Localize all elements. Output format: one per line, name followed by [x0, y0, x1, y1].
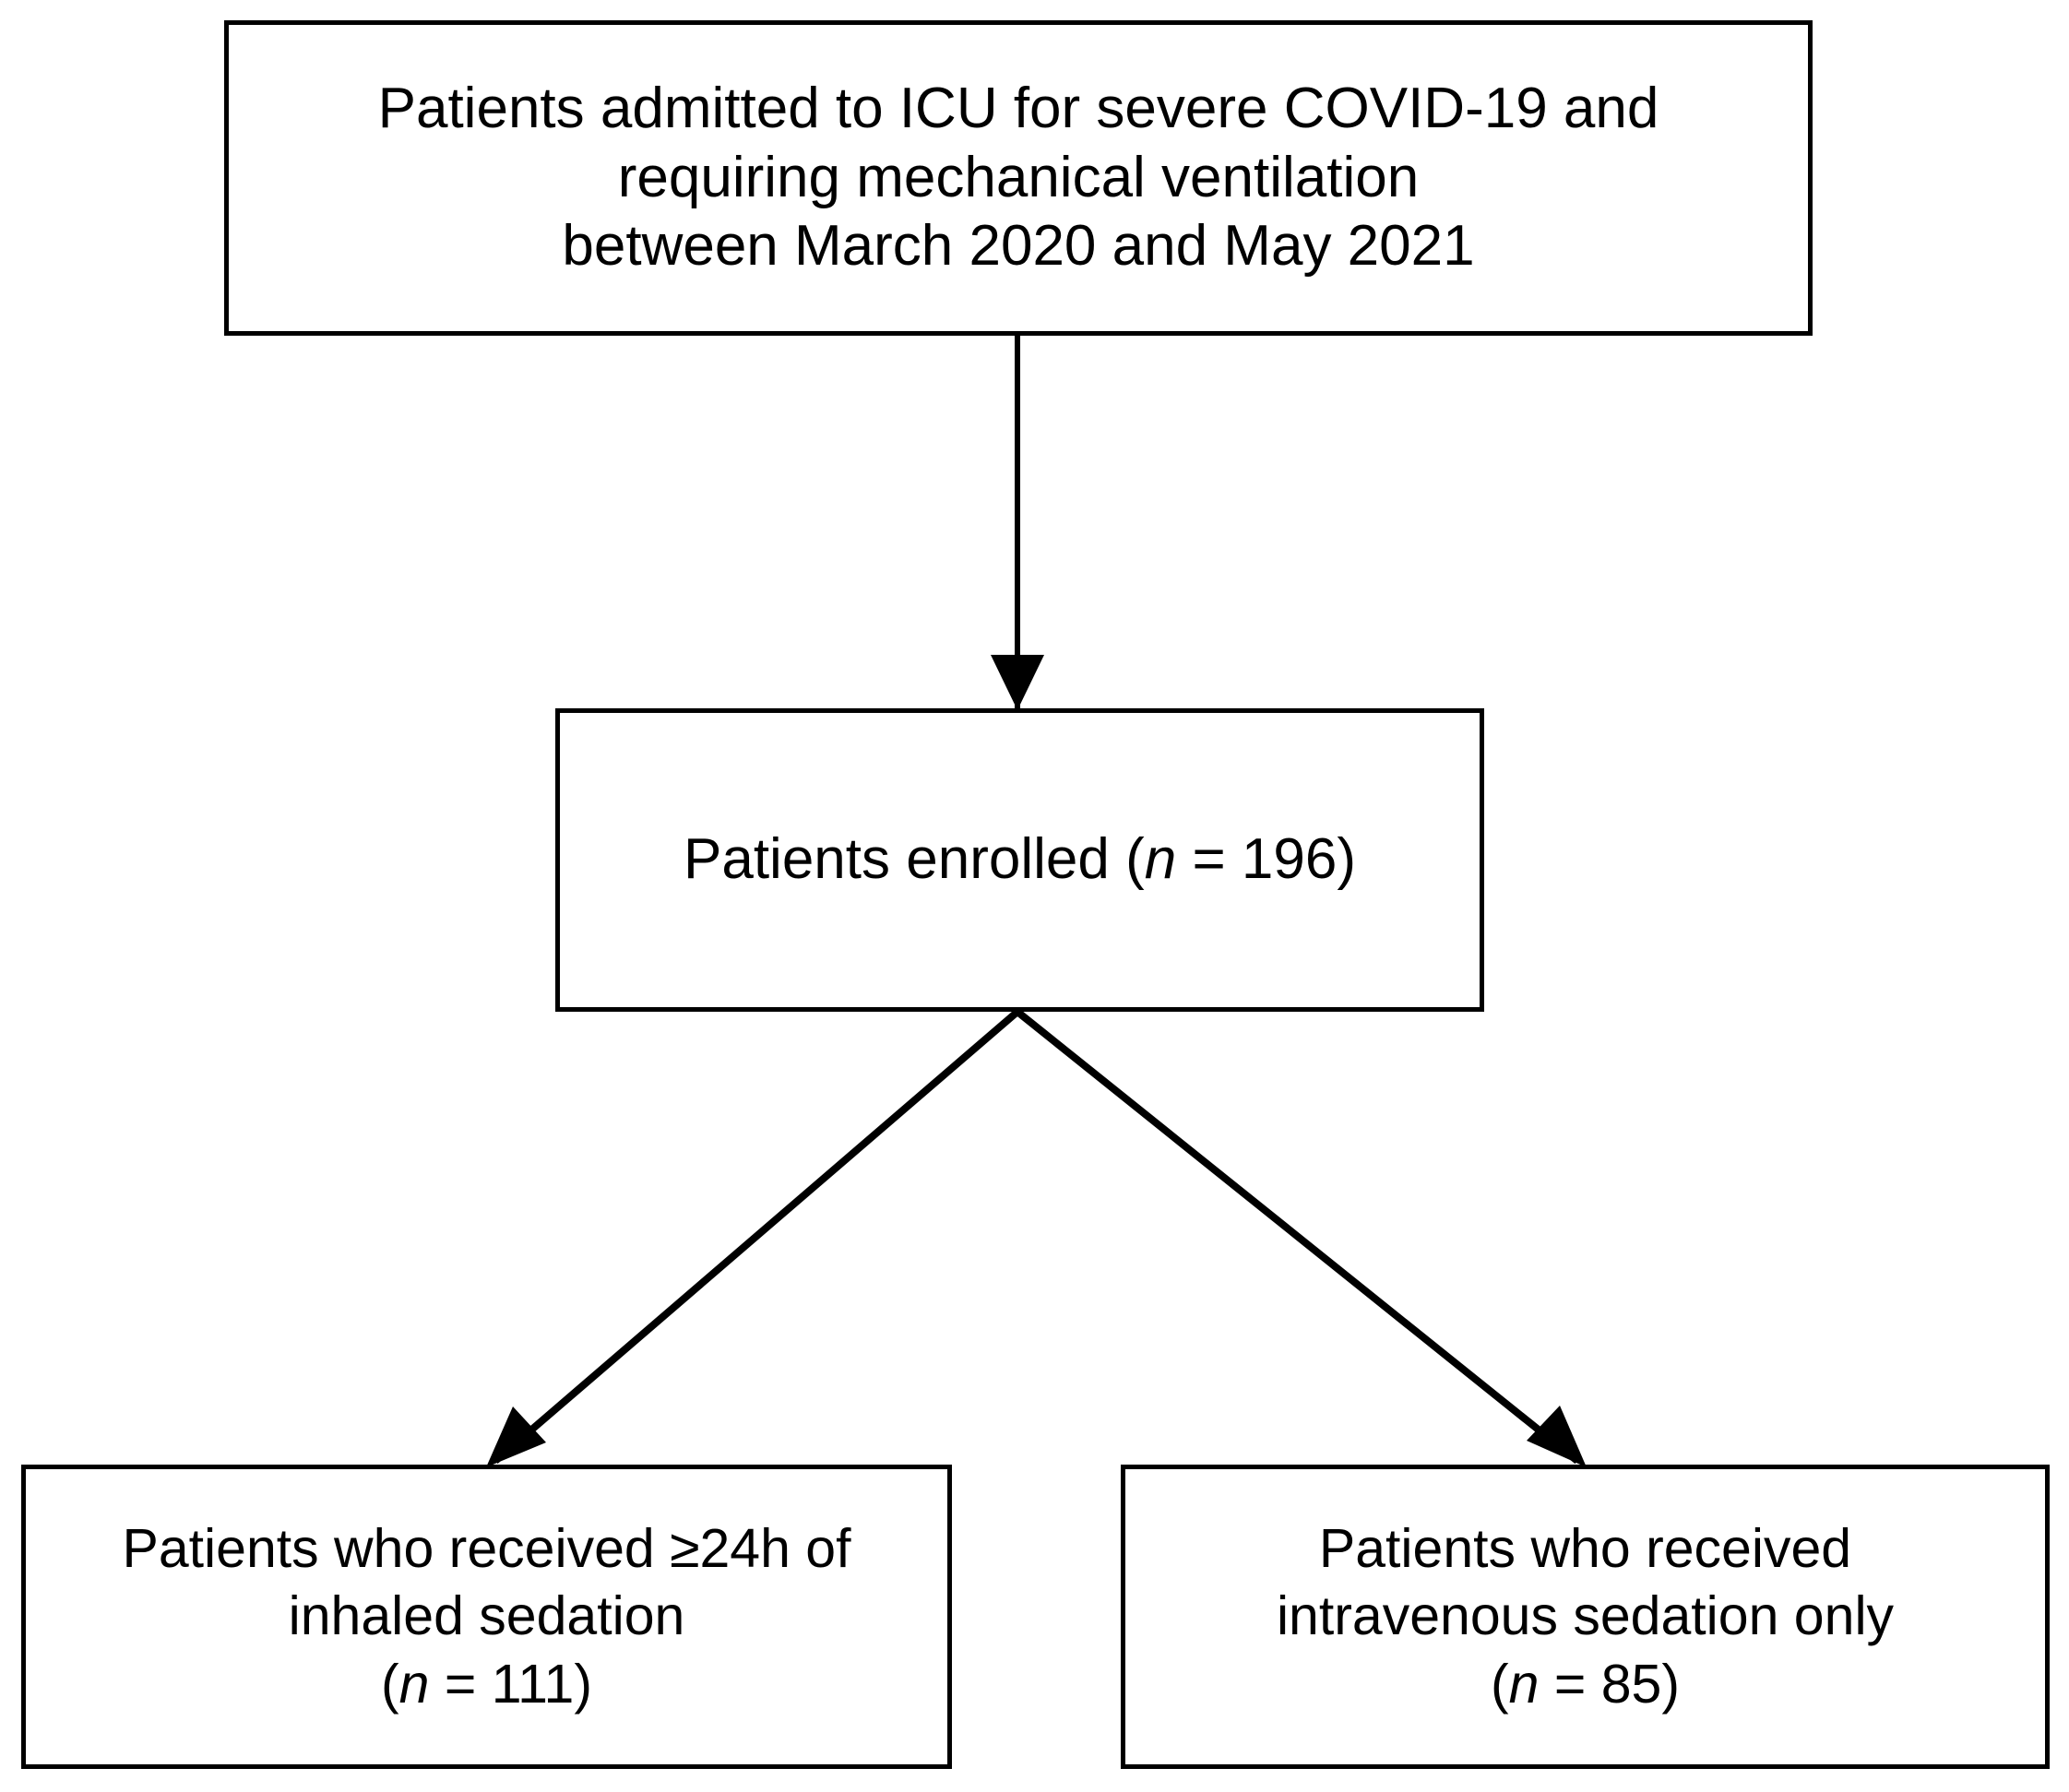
node-inhaled-sedation-count-value: 111 — [491, 1653, 575, 1715]
node-inhaled-sedation-count-prefix: ( — [380, 1653, 399, 1715]
node-intravenous-sedation-line2: intravenous sedation only — [1276, 1585, 1895, 1647]
node-intravenous-sedation-count-suffix: ) — [1661, 1653, 1680, 1715]
node-intravenous-sedation-count-eq: = — [1539, 1653, 1601, 1715]
node-inhaled-sedation-line1: Patients who received ≥24h of — [122, 1518, 851, 1580]
node-patients-enrolled-count-suffix: ) — [1337, 827, 1356, 892]
node-intravenous-sedation-count-prefix: ( — [1490, 1653, 1509, 1715]
edge-enrolled-to-intravenous — [1015, 1008, 1587, 1467]
node-patients-enrolled-count-eq: = — [1176, 827, 1242, 892]
node-inhaled-sedation-line2: inhaled sedation — [288, 1585, 685, 1647]
node-patients-enrolled: Patients enrolled (n = 196) — [555, 708, 1484, 1012]
node-intravenous-sedation-line1: Patients who received — [1318, 1518, 1852, 1580]
edge-enrolled-to-inhaled — [486, 1008, 1020, 1467]
node-eligible-population-text: Patients admitted to ICU for severe COVI… — [377, 77, 1659, 279]
node-patients-enrolled-count-prefix: ( — [1125, 827, 1145, 892]
node-patients-enrolled-count-value: 196 — [1241, 827, 1338, 892]
node-inhaled-sedation-count-suffix: ) — [574, 1653, 593, 1715]
node-eligible-population: Patients admitted to ICU for severe COVI… — [224, 20, 1813, 336]
node-patients-enrolled-label: Patients enrolled — [683, 827, 1110, 892]
node-intravenous-sedation-count-var: n — [1508, 1653, 1540, 1715]
edge-top-to-enrolled — [991, 336, 1044, 712]
space-1 — [1110, 827, 1125, 891]
node-patients-enrolled-count-var: n — [1144, 827, 1177, 892]
node-inhaled-sedation-count-eq: = — [429, 1653, 492, 1715]
node-patients-enrolled-text: Patients enrolled (n = 196) — [671, 823, 1369, 897]
node-intravenous-sedation-count-value: 85 — [1600, 1653, 1662, 1715]
node-inhaled-sedation-count-var: n — [398, 1653, 430, 1715]
